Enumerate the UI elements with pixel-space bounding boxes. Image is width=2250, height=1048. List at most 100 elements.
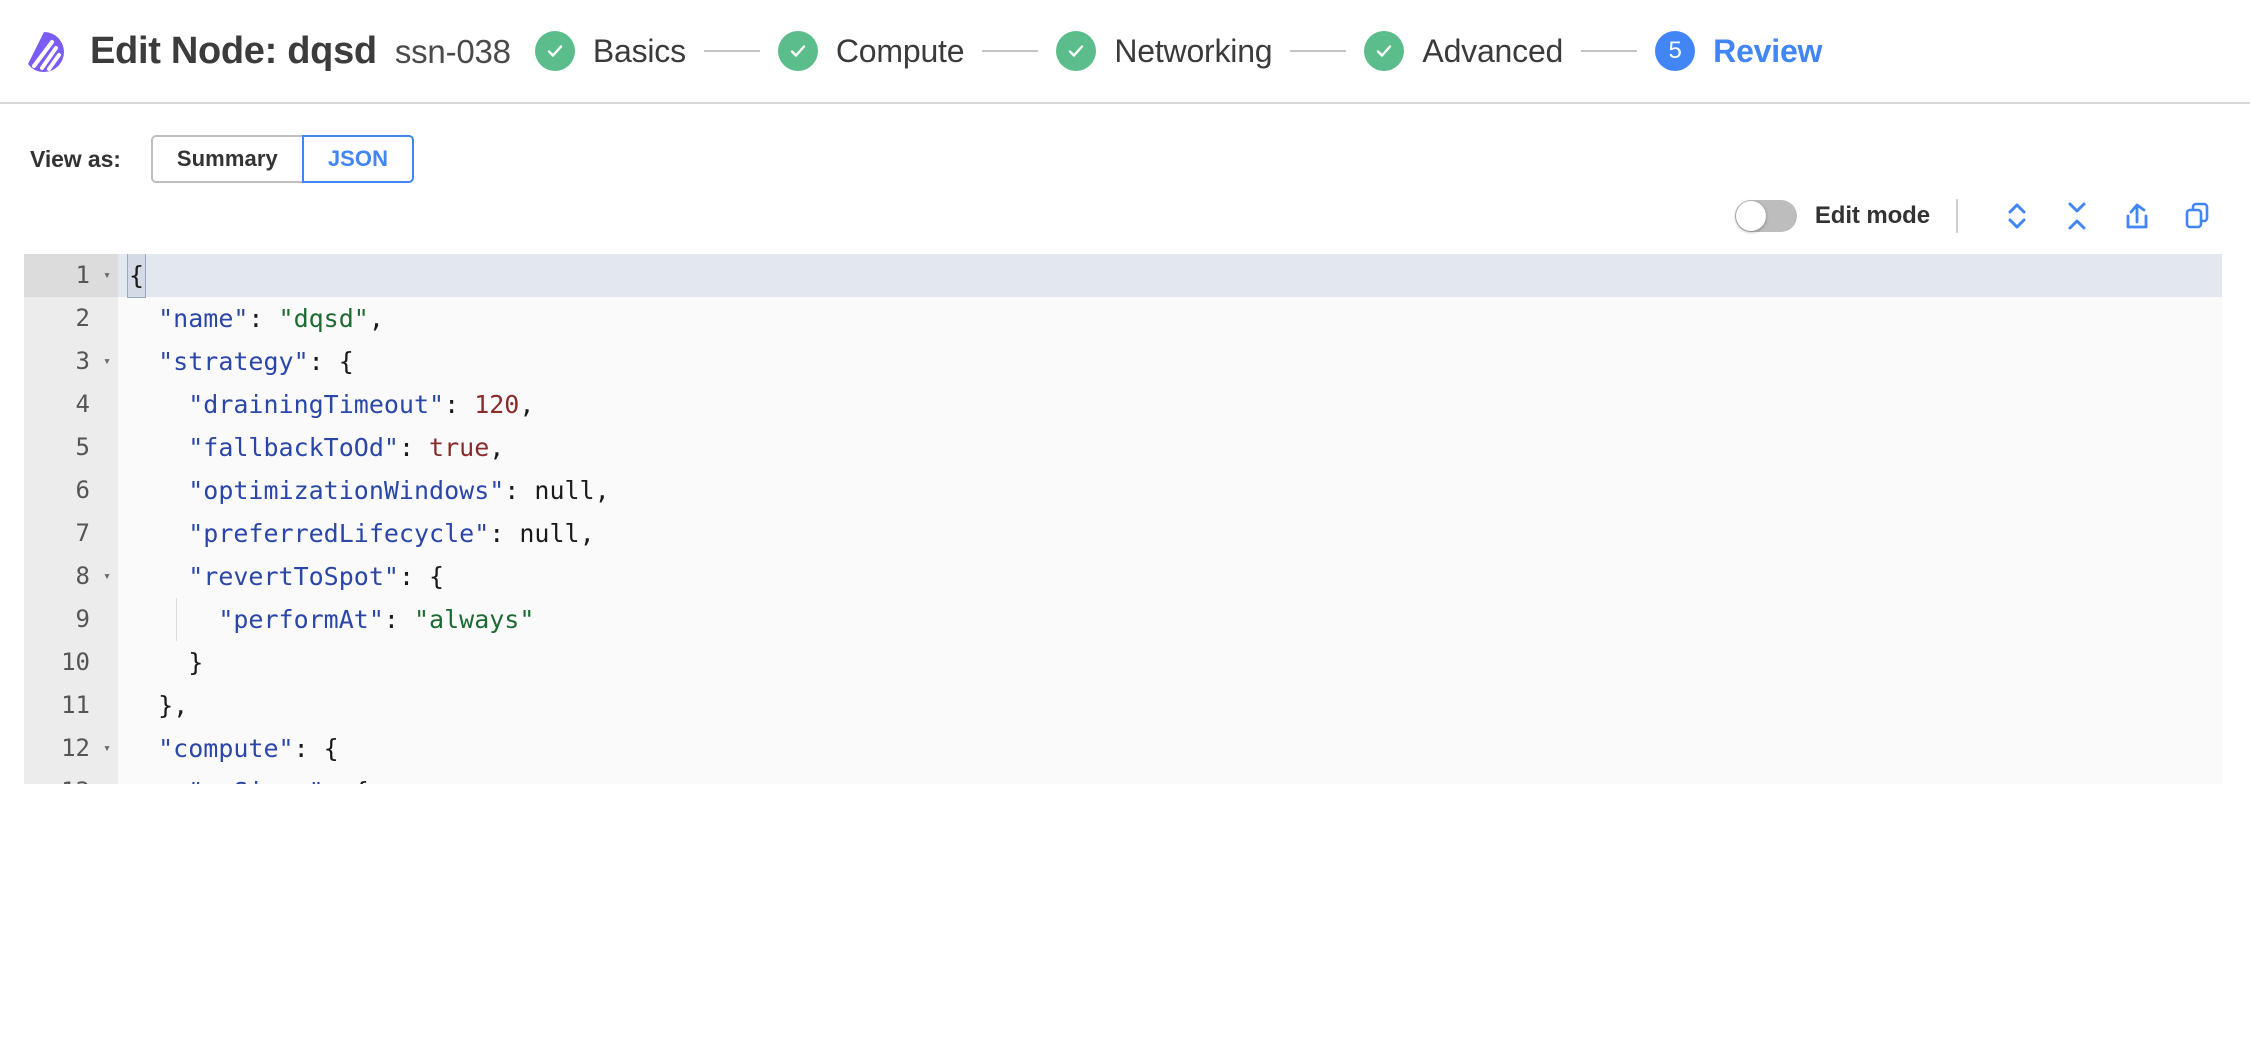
code-text: "performAt": "always": [118, 598, 2222, 641]
code-line[interactable]: 10 }: [24, 641, 2222, 684]
code-text: "compute": {: [118, 727, 2222, 770]
code-line[interactable]: 4 "drainingTimeout": 120,: [24, 383, 2222, 426]
token-str: "always": [414, 605, 535, 634]
indent-guide: [176, 598, 177, 641]
fold-toggle-icon[interactable]: ▾: [96, 727, 118, 770]
step-review-number: 5: [1668, 37, 1682, 64]
token-punc: : {: [398, 562, 445, 591]
line-number: 4: [24, 383, 96, 426]
code-line[interactable]: 11 },: [24, 684, 2222, 727]
token-punc: :: [444, 390, 475, 419]
step-compute[interactable]: Compute: [777, 31, 965, 71]
copy-icon[interactable]: [2174, 194, 2220, 238]
token-punc: :: [398, 433, 430, 462]
check-icon: [1377, 45, 1392, 57]
code-text: }: [118, 641, 2222, 684]
step-connector-1: [703, 50, 760, 52]
view-as-summary-button[interactable]: Summary: [150, 135, 302, 183]
step-connector-3: [1290, 50, 1347, 52]
step-compute-label: Compute: [835, 32, 965, 69]
step-advanced[interactable]: Advanced: [1364, 31, 1563, 71]
code-line[interactable]: 12▾ "compute": {: [24, 727, 2222, 770]
token-punc: ,: [368, 304, 384, 333]
line-number: 9: [24, 598, 96, 641]
line-number: 10: [24, 641, 96, 684]
token-punc: ,: [489, 433, 505, 462]
expand-all-icon[interactable]: [1994, 194, 2040, 238]
token-key: "compute": [158, 734, 294, 763]
edit-mode-toggle[interactable]: [1734, 200, 1797, 232]
fold-spacer: [96, 641, 118, 684]
code-text: "vmSizes": {: [118, 770, 2222, 784]
toolbar-divider: [1956, 199, 1958, 233]
token-key: "drainingTimeout": [188, 390, 445, 419]
token-null: null: [519, 519, 580, 548]
code-line[interactable]: 2 "name": "dqsd",: [24, 297, 2222, 340]
token-punc: ,: [519, 390, 535, 419]
wizard-stepper: Basics Compute Networking: [534, 31, 1822, 71]
check-icon: [1069, 45, 1084, 57]
fold-toggle-icon[interactable]: ▾: [96, 555, 118, 598]
code-text: "name": "dqsd",: [118, 297, 2222, 340]
token-punc: :: [504, 476, 535, 505]
token-key: "fallbackToOd": [188, 433, 399, 462]
step-advanced-label: Advanced: [1422, 32, 1564, 69]
step-basics[interactable]: Basics: [534, 31, 686, 71]
indent: [128, 426, 188, 469]
indent: [128, 555, 188, 598]
indent: [128, 512, 188, 555]
code-text: "preferredLifecycle": null,: [118, 512, 2222, 555]
line-number: 2: [24, 297, 96, 340]
token-punc: ,: [579, 519, 595, 548]
code-text: {: [118, 254, 2222, 298]
indent: [128, 641, 188, 684]
step-review[interactable]: 5 Review: [1655, 31, 1822, 71]
code-line[interactable]: 8▾ "revertToSpot": {: [24, 555, 2222, 598]
code-line[interactable]: 3▾ "strategy": {: [24, 340, 2222, 383]
step-networking-circle: [1056, 31, 1097, 71]
indent: [128, 383, 188, 426]
collapse-all-icon[interactable]: [2054, 194, 2100, 238]
fold-toggle-icon[interactable]: ▾: [96, 770, 118, 784]
page-title: Edit Node: dqsd ssn-038: [90, 30, 511, 73]
line-number: 3: [24, 340, 96, 383]
code-line[interactable]: 7 "preferredLifecycle": null,: [24, 512, 2222, 555]
token-null: null: [534, 476, 595, 505]
step-review-circle: 5: [1655, 31, 1696, 71]
fold-toggle-icon[interactable]: ▾: [96, 254, 118, 297]
editor-toolbar: Edit mode: [0, 178, 2250, 254]
token-key: "revertToSpot": [188, 562, 399, 591]
fold-spacer: [96, 426, 118, 469]
token-punc: : {: [293, 734, 339, 763]
line-number: 12: [24, 727, 96, 770]
export-icon[interactable]: [2114, 194, 2160, 238]
code-line[interactable]: 6 "optimizationWindows": null,: [24, 469, 2222, 512]
code-text: "fallbackToOd": true,: [118, 426, 2222, 469]
code-line[interactable]: 5 "fallbackToOd": true,: [24, 426, 2222, 469]
line-number: 6: [24, 469, 96, 512]
step-connector-2: [982, 50, 1039, 52]
step-compute-circle: [777, 31, 818, 71]
fold-toggle-icon[interactable]: ▾: [96, 340, 118, 383]
code-line[interactable]: 9 "performAt": "always": [24, 598, 2222, 641]
indent: [128, 469, 188, 512]
token-punc: :: [489, 519, 520, 548]
page-header: Edit Node: dqsd ssn-038 Basics Compute: [0, 0, 2250, 104]
step-advanced-circle: [1364, 31, 1405, 71]
code-line[interactable]: 1▾{: [24, 254, 2222, 298]
step-networking[interactable]: Networking: [1056, 31, 1273, 71]
view-as-label: View as:: [30, 145, 121, 172]
view-as-json-button[interactable]: JSON: [301, 135, 415, 183]
code-line[interactable]: 13▾ "vmSizes": {: [24, 770, 2222, 784]
code-text: },: [118, 684, 2222, 727]
token-punc: },: [158, 691, 189, 720]
line-number: 11: [24, 684, 96, 727]
fold-spacer: [96, 383, 118, 426]
indent: [128, 340, 158, 383]
token-key: "strategy": [158, 347, 309, 376]
token-num: 120: [474, 390, 520, 419]
fold-spacer: [96, 469, 118, 512]
token-bracket: {: [126, 254, 147, 298]
line-number: 5: [24, 426, 96, 469]
json-editor[interactable]: 1▾{2 "name": "dqsd",3▾ "strategy": {4 "d…: [24, 254, 2222, 784]
